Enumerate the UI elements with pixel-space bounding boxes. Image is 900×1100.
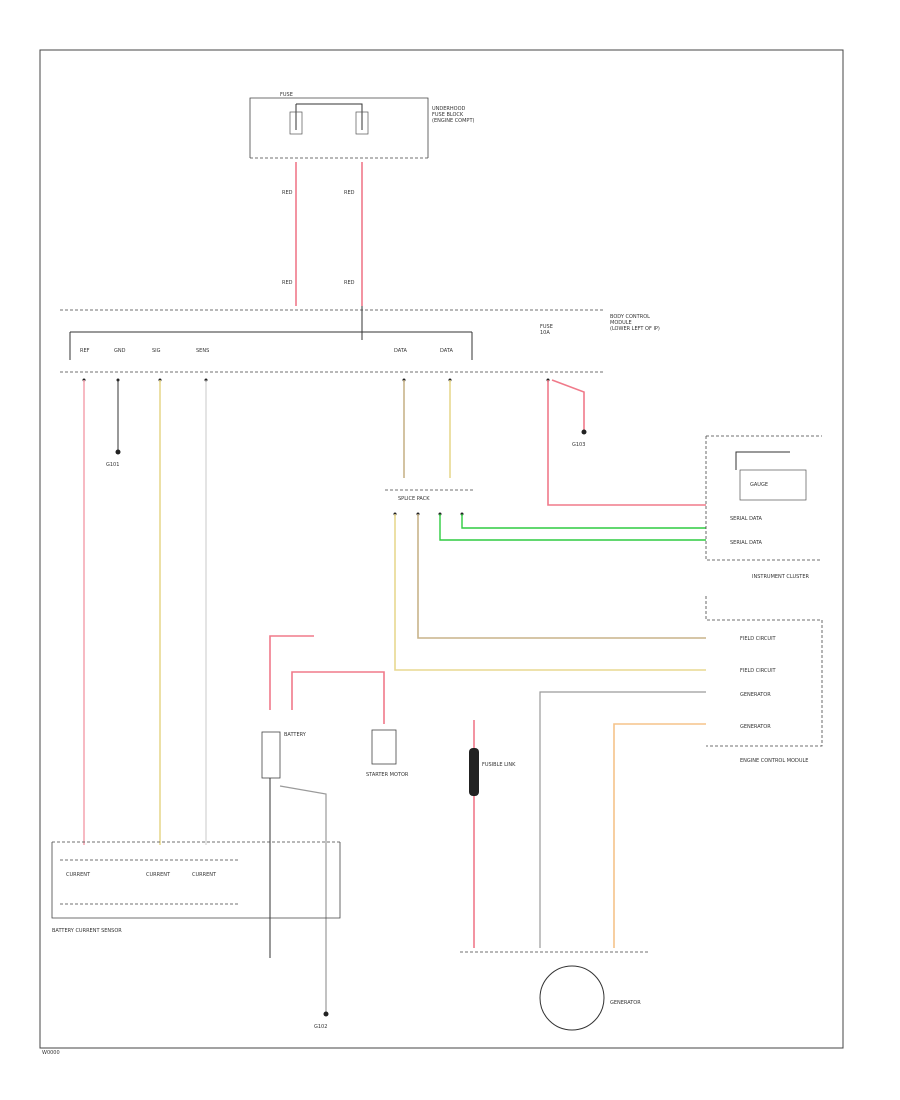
svg-text:SENS: SENS <box>196 348 209 354</box>
svg-text:10A: 10A <box>540 330 550 336</box>
starter-motor: STARTER MOTOR <box>366 729 409 778</box>
svg-text:SERIAL DATA: SERIAL DATA <box>730 540 763 546</box>
fuse-block-top: FUSE UNDERHOOD FUSE BLOCK (ENGINE COMPT) <box>249 92 474 159</box>
svg-text:REF: REF <box>80 348 90 354</box>
svg-text:RED: RED <box>344 280 355 286</box>
svg-text:FIELD CIRCUIT: FIELD CIRCUIT <box>740 636 777 642</box>
diagram-frame <box>39 49 844 1049</box>
svg-text:RED: RED <box>282 280 293 286</box>
svg-text:STARTER MOTOR: STARTER MOTOR <box>366 772 409 778</box>
instrument-cluster: GAUGE SERIAL DATA SERIAL DATA INSTRUMENT… <box>705 435 822 580</box>
svg-text:GENERATOR: GENERATOR <box>610 1000 641 1006</box>
svg-text:GENERATOR: GENERATOR <box>740 692 771 698</box>
wire-red-battery-starter <box>291 671 385 724</box>
svg-text:(ENGINE COMPT): (ENGINE COMPT) <box>432 118 474 124</box>
svg-text:SPLICE PACK: SPLICE PACK <box>398 496 430 502</box>
svg-text:FUSE BLOCK: FUSE BLOCK <box>432 112 464 118</box>
fusible-link: FUSIBLE LINK <box>469 720 516 948</box>
bus-pins <box>82 378 550 382</box>
battery: BATTERY <box>261 731 307 779</box>
battery-current-sensor: CURRENT CURRENT CURRENT BATTERY CURRENT … <box>51 841 341 934</box>
svg-text:ENGINE CONTROL MODULE: ENGINE CONTROL MODULE <box>740 758 808 764</box>
wire-red-ground-right <box>551 379 585 430</box>
ground-g101-label: G101 <box>106 462 119 468</box>
svg-text:FUSIBLE LINK: FUSIBLE LINK <box>482 762 516 768</box>
svg-text:RED: RED <box>282 190 293 196</box>
wire-orange-ecm <box>613 723 706 948</box>
svg-text:(LOWER LEFT OF IP): (LOWER LEFT OF IP) <box>610 326 660 332</box>
svg-text:CURRENT: CURRENT <box>192 872 217 878</box>
svg-text:FIELD CIRCUIT: FIELD CIRCUIT <box>740 668 777 674</box>
svg-text:G102: G102 <box>314 1024 327 1030</box>
splice-pack: SPLICE PACK <box>385 489 475 516</box>
svg-text:MODULE: MODULE <box>610 320 632 326</box>
svg-text:BATTERY: BATTERY <box>284 732 307 738</box>
wire-red-battery-top <box>269 635 314 710</box>
svg-text:CURRENT: CURRENT <box>66 872 91 878</box>
svg-text:FUSE: FUSE <box>540 324 553 330</box>
svg-text:FUSE: FUSE <box>280 92 293 98</box>
wire-green-2 <box>439 514 706 541</box>
wire-tan-ecm <box>417 514 706 639</box>
svg-text:G103: G103 <box>572 442 585 448</box>
svg-text:GAUGE: GAUGE <box>750 482 768 488</box>
wire-yellow-ecm <box>394 514 706 671</box>
wire-gray-battery <box>279 785 327 1012</box>
svg-text:INSTRUMENT CLUSTER: INSTRUMENT CLUSTER <box>752 574 810 580</box>
wire-gray-ecm <box>539 691 706 948</box>
engine-control-module: FIELD CIRCUIT FIELD CIRCUIT GENERATOR GE… <box>705 596 823 764</box>
svg-text:DATA: DATA <box>394 348 407 354</box>
footer-code: W0000 <box>42 1050 60 1056</box>
svg-text:GENERATOR: GENERATOR <box>740 724 771 730</box>
svg-text:BATTERY CURRENT SENSOR: BATTERY CURRENT SENSOR <box>52 928 122 934</box>
svg-text:BODY CONTROL: BODY CONTROL <box>610 314 650 320</box>
svg-text:CURRENT: CURRENT <box>146 872 171 878</box>
svg-text:GND: GND <box>114 348 126 354</box>
svg-text:RED: RED <box>344 190 355 196</box>
svg-text:SERIAL DATA: SERIAL DATA <box>730 516 763 522</box>
svg-text:UNDERHOOD: UNDERHOOD <box>432 106 466 112</box>
wire-red-cluster <box>547 380 706 506</box>
bus-module: BODY CONTROL MODULE (LOWER LEFT OF IP) R… <box>60 306 660 373</box>
generator: GENERATOR <box>460 951 650 1031</box>
wire-green-1 <box>461 514 706 529</box>
svg-text:DATA: DATA <box>440 348 453 354</box>
svg-text:SIG: SIG <box>152 348 161 354</box>
